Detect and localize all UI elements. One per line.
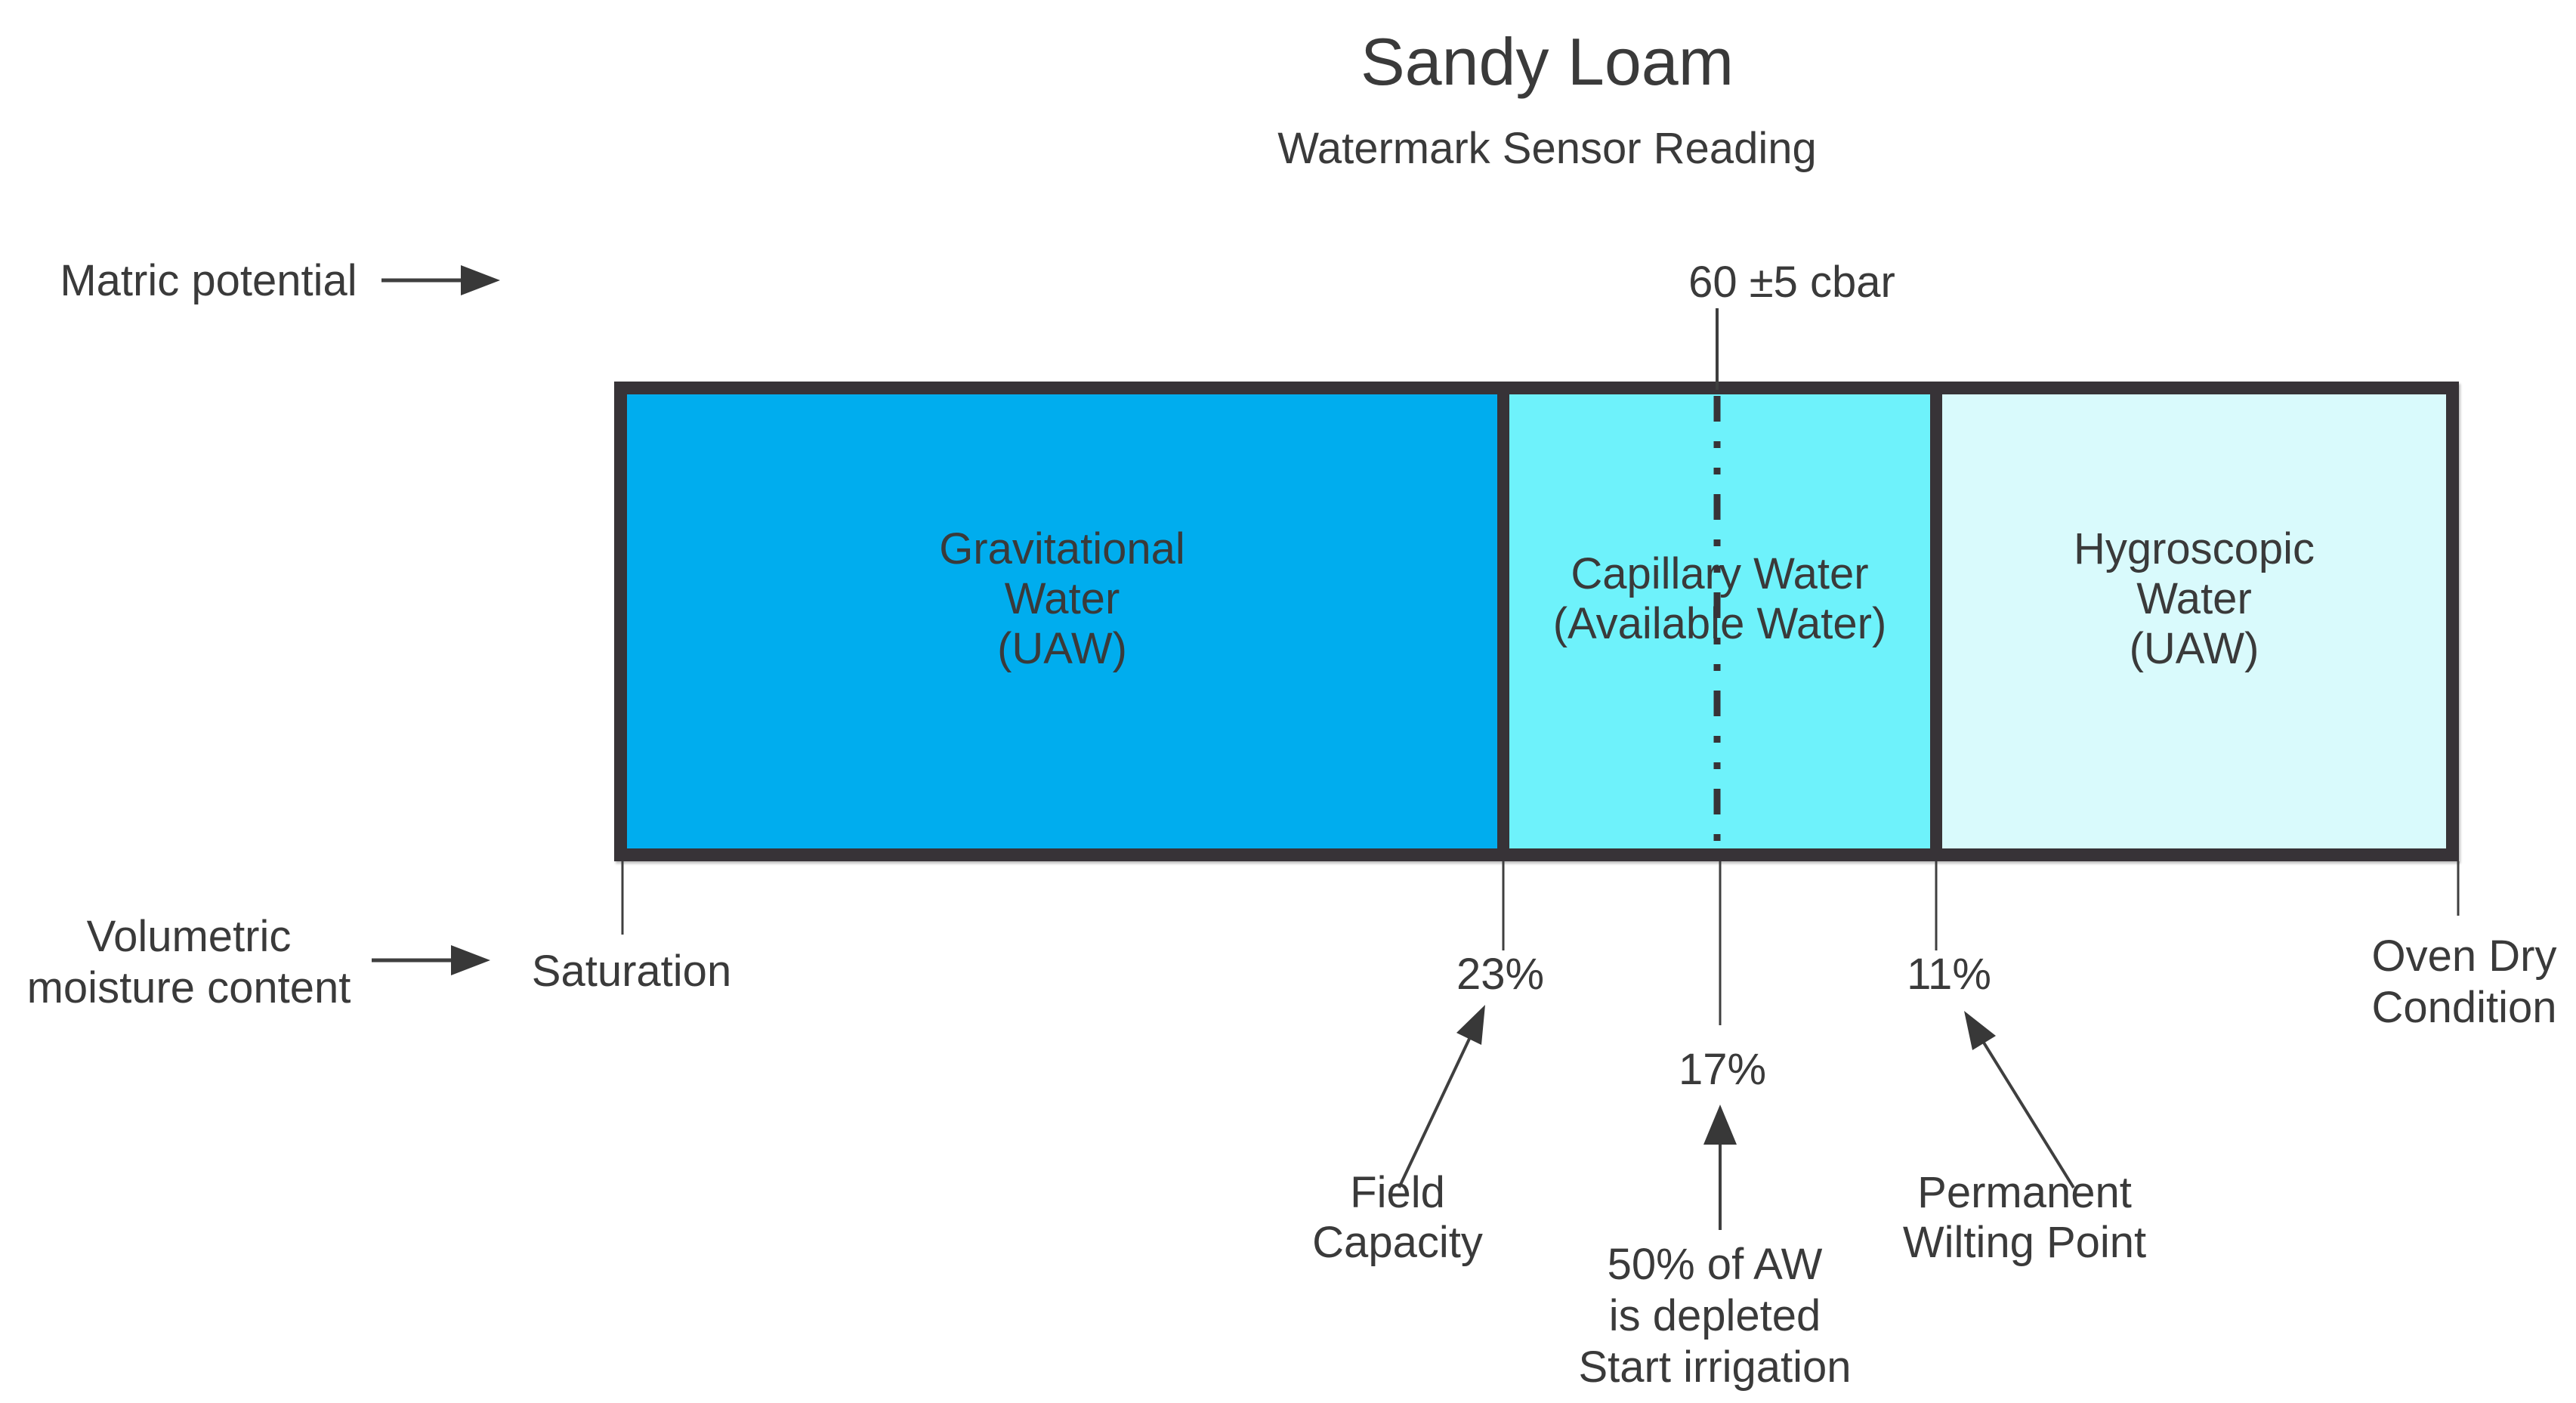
capillary-line2: (Available Water) xyxy=(1552,598,1887,648)
wilting-arrow-icon xyxy=(1964,1011,1996,1050)
soil-water-box: Gravitational Water (UAW) Capillary Wate… xyxy=(614,382,2459,861)
hygroscopic-line2: Water xyxy=(2136,573,2252,623)
volumetric-right-arrow-icon xyxy=(451,945,490,975)
depletion-up-arrow-icon xyxy=(1703,1105,1737,1145)
segment-capillary-water: Capillary Water (Available Water) xyxy=(1509,394,1930,848)
matric-right-arrow-icon xyxy=(461,265,500,295)
capillary-line1: Capillary Water xyxy=(1571,549,1869,598)
diagram-subtitle: Watermark Sensor Reading xyxy=(1277,124,1817,173)
oven-dry-line2: Condition xyxy=(2371,983,2557,1032)
field-capacity-line2: Capacity xyxy=(1312,1218,1483,1267)
sensor-reading-label: 60 ±5 cbar xyxy=(1688,258,1895,307)
field-capacity-line1: Field xyxy=(1350,1168,1445,1217)
hygroscopic-line3: (UAW) xyxy=(2129,623,2259,673)
wilting-point-divider xyxy=(1930,394,1942,848)
wilting-point-value: 11% xyxy=(1907,950,1991,999)
field-capacity-arrow-line xyxy=(1398,1038,1471,1188)
hygroscopic-water-label: Hygroscopic Water (UAW) xyxy=(2074,524,2315,674)
gravitational-line1: Gravitational xyxy=(939,524,1185,573)
diagram-title: Sandy Loam xyxy=(1360,24,1734,99)
depletion-value: 17% xyxy=(1678,1045,1767,1094)
depletion-line2: is depleted xyxy=(1608,1291,1821,1340)
field-capacity-value: 23% xyxy=(1456,950,1545,999)
oven-dry-line1: Oven Dry xyxy=(2371,932,2557,981)
gravitational-water-label: Gravitational Water (UAW) xyxy=(939,524,1185,674)
wilting-arrow-line xyxy=(1982,1041,2075,1189)
capillary-water-label: Capillary Water (Available Water) xyxy=(1553,549,1887,649)
segment-hygroscopic-water: Hygroscopic Water (UAW) xyxy=(1942,394,2446,848)
gravitational-line2: Water xyxy=(1004,573,1120,623)
hygroscopic-line1: Hygroscopic xyxy=(2073,524,2315,573)
wilting-line1: Permanent xyxy=(1917,1168,2132,1217)
depletion-line1: 50% of AW xyxy=(1607,1240,1823,1289)
depletion-line3: Start irrigation xyxy=(1578,1343,1852,1392)
wilting-line2: Wilting Point xyxy=(1902,1218,2147,1267)
permanent-wilting-point-label: Permanent Wilting Point xyxy=(1903,1168,2146,1268)
volumetric-label-line1: Volumetric xyxy=(86,912,292,961)
volumetric-moisture-label: Volumetric moisture content xyxy=(27,911,351,1014)
saturation-label: Saturation xyxy=(531,947,732,996)
segment-gravitational-water: Gravitational Water (UAW) xyxy=(627,394,1497,848)
field-capacity-label: Field Capacity xyxy=(1312,1168,1483,1268)
field-capacity-arrow-icon xyxy=(1456,1005,1485,1045)
field-capacity-divider xyxy=(1497,394,1509,848)
volumetric-label-line2: moisture content xyxy=(26,963,351,1012)
oven-dry-label: Oven Dry Condition xyxy=(2371,931,2556,1034)
matric-potential-label: Matric potential xyxy=(60,256,357,305)
gravitational-line3: (UAW) xyxy=(997,623,1127,673)
depletion-note-label: 50% of AW is depleted Start irrigation xyxy=(1578,1239,1851,1393)
